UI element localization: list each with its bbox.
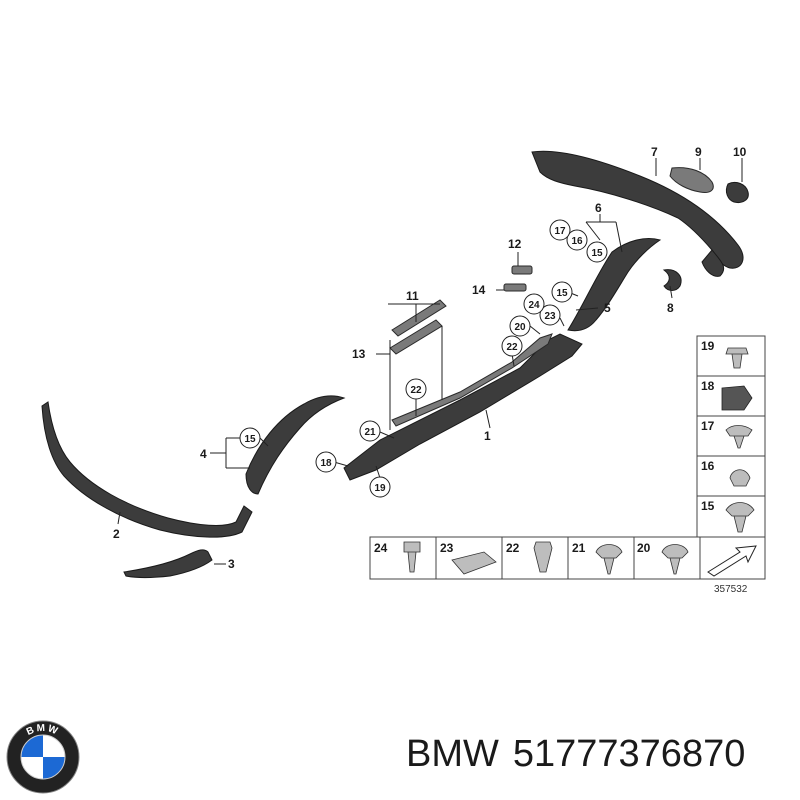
part-11-strip (391, 299, 447, 337)
legend-cell-19 (696, 335, 766, 377)
bubble-16-group-6: 16 (566, 229, 588, 251)
svg-text:24: 24 (528, 300, 540, 311)
bubble-15-group-6: 15 (586, 241, 608, 263)
svg-text:22: 22 (506, 541, 520, 555)
callout-5: 5 (604, 301, 611, 315)
callout-11: 11 (406, 289, 419, 303)
svg-text:20: 20 (514, 322, 526, 333)
part-10-cap (725, 181, 749, 203)
callout-3: 3 (228, 557, 235, 571)
part-7-lower-lip (701, 249, 725, 277)
bubble-24-sill: 24 (523, 293, 545, 315)
svg-text:23: 23 (440, 541, 454, 555)
legend-cell-20 (633, 536, 701, 580)
svg-text:16: 16 (571, 236, 583, 247)
part-12-bracket (511, 265, 533, 275)
callout-10: 10 (733, 145, 747, 159)
svg-text:15: 15 (556, 288, 568, 299)
leader-lines (117, 158, 743, 565)
svg-text:18: 18 (701, 379, 715, 393)
part-9-trim-ring (669, 167, 714, 193)
svg-text:16: 16 (701, 459, 715, 473)
part-1-side-sill (343, 333, 583, 481)
callout-2: 2 (113, 527, 120, 541)
svg-text:19: 19 (701, 339, 715, 353)
svg-text:22: 22 (410, 385, 422, 396)
svg-text:17: 17 (554, 226, 566, 237)
callout-13: 13 (352, 347, 366, 361)
bubble-20-sill: 20 (509, 315, 531, 337)
part-14-bracket (503, 283, 527, 292)
svg-text:15: 15 (591, 248, 603, 259)
part-5-rear-arch (567, 238, 662, 332)
fastener-legend-horizontal: 24 23 22 21 20 (369, 536, 766, 580)
svg-text:21: 21 (364, 427, 376, 438)
callout-bubbles: 15 15 15 15 16 16 17 17 18 19 20 21 22 2… (239, 219, 608, 498)
callout-7: 7 (651, 145, 658, 159)
part-8-arch-bracket (662, 269, 682, 291)
callout-4: 4 (200, 447, 207, 461)
svg-text:19: 19 (374, 483, 386, 494)
bubble-17-group-6: 17 (549, 219, 571, 241)
bubble-15-rear-arch: 15 (551, 281, 573, 303)
bubble-22-rear: 22 (501, 335, 523, 357)
direction-arrow-icon (707, 545, 757, 577)
part-4-front-arch (245, 395, 346, 495)
callout-6: 6 (595, 201, 602, 215)
bubble-19-sill: 19 (369, 476, 391, 498)
bubble-21-sill: 21 (359, 420, 381, 442)
part-3-corner-piece (123, 549, 213, 578)
footer-brand: BMW (406, 733, 499, 775)
bmw-logo-icon: BMW (6, 720, 80, 794)
footer-part-label: BMW 51777376870 (406, 733, 759, 776)
bubble-22-center: 22 (405, 378, 427, 400)
bubble-23-sill: 23 (539, 304, 561, 326)
svg-text:18: 18 (320, 458, 332, 469)
fastener-legend-vertical: 19 18 17 16 15 (696, 335, 766, 539)
svg-text:22: 22 (506, 342, 518, 353)
part-1-upper-flange (391, 333, 553, 427)
callout-12: 12 (508, 237, 522, 251)
callout-1: 1 (484, 429, 491, 443)
legend-cell-21 (567, 536, 635, 580)
svg-text:20: 20 (637, 541, 651, 555)
diagram-reference-number: 357532 (714, 584, 748, 595)
callout-8: 8 (667, 301, 674, 315)
logo-lettering: BMW (25, 723, 61, 738)
svg-text:21: 21 (572, 541, 586, 555)
callout-9: 9 (695, 145, 702, 159)
svg-text:15: 15 (244, 434, 256, 445)
part-2-front-lip (41, 401, 253, 538)
svg-text:17: 17 (701, 419, 715, 433)
footer-part-number: 51777376870 (512, 733, 746, 775)
svg-text:15: 15 (701, 499, 715, 513)
legend-cell-24 (369, 536, 437, 580)
svg-text:24: 24 (374, 541, 388, 555)
callout-14: 14 (472, 283, 486, 297)
bubble-18-sill: 18 (315, 451, 337, 473)
bubble-15-front-arch: 15 (239, 427, 261, 449)
svg-text:23: 23 (544, 311, 556, 322)
callout-labels: 1 2 3 4 5 6 7 8 9 10 11 12 13 14 (113, 145, 747, 571)
